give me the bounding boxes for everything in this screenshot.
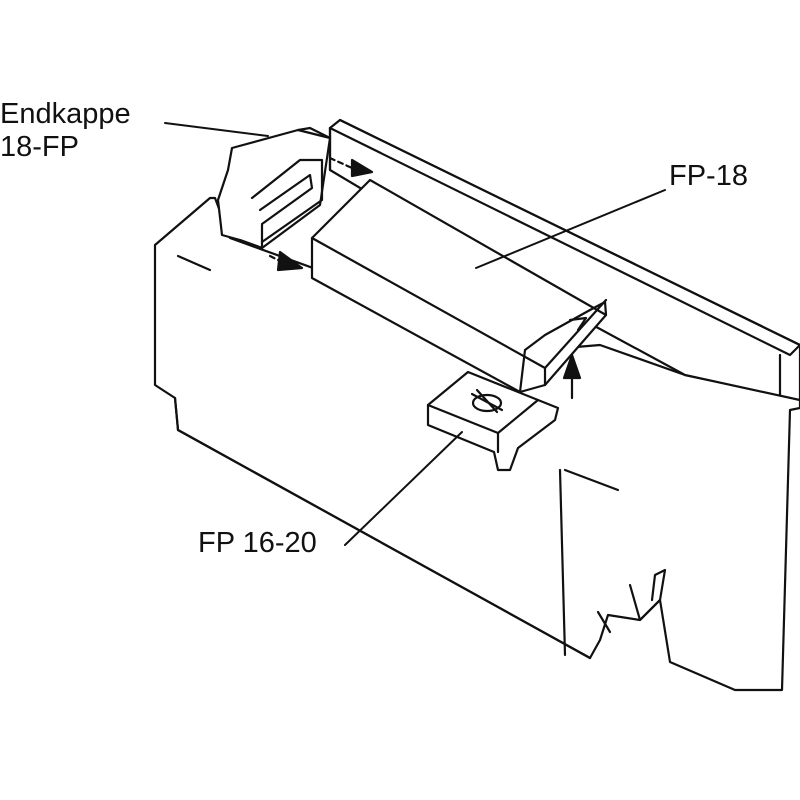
endkappe-label-line1: Endkappe [0,98,131,130]
fp18-label: FP-18 [669,160,748,192]
endkappe-label: Endkappe 18-FP [0,98,131,164]
fp1620-clamp [426,370,560,472]
fp1620-label: FP 16-20 [198,527,317,559]
endkappe-18fp [216,126,332,250]
fp18-profile [310,178,608,394]
endkappe-label-line2: 18-FP [0,131,79,163]
leader-lines [164,122,666,546]
assembly-arrows [268,156,582,400]
